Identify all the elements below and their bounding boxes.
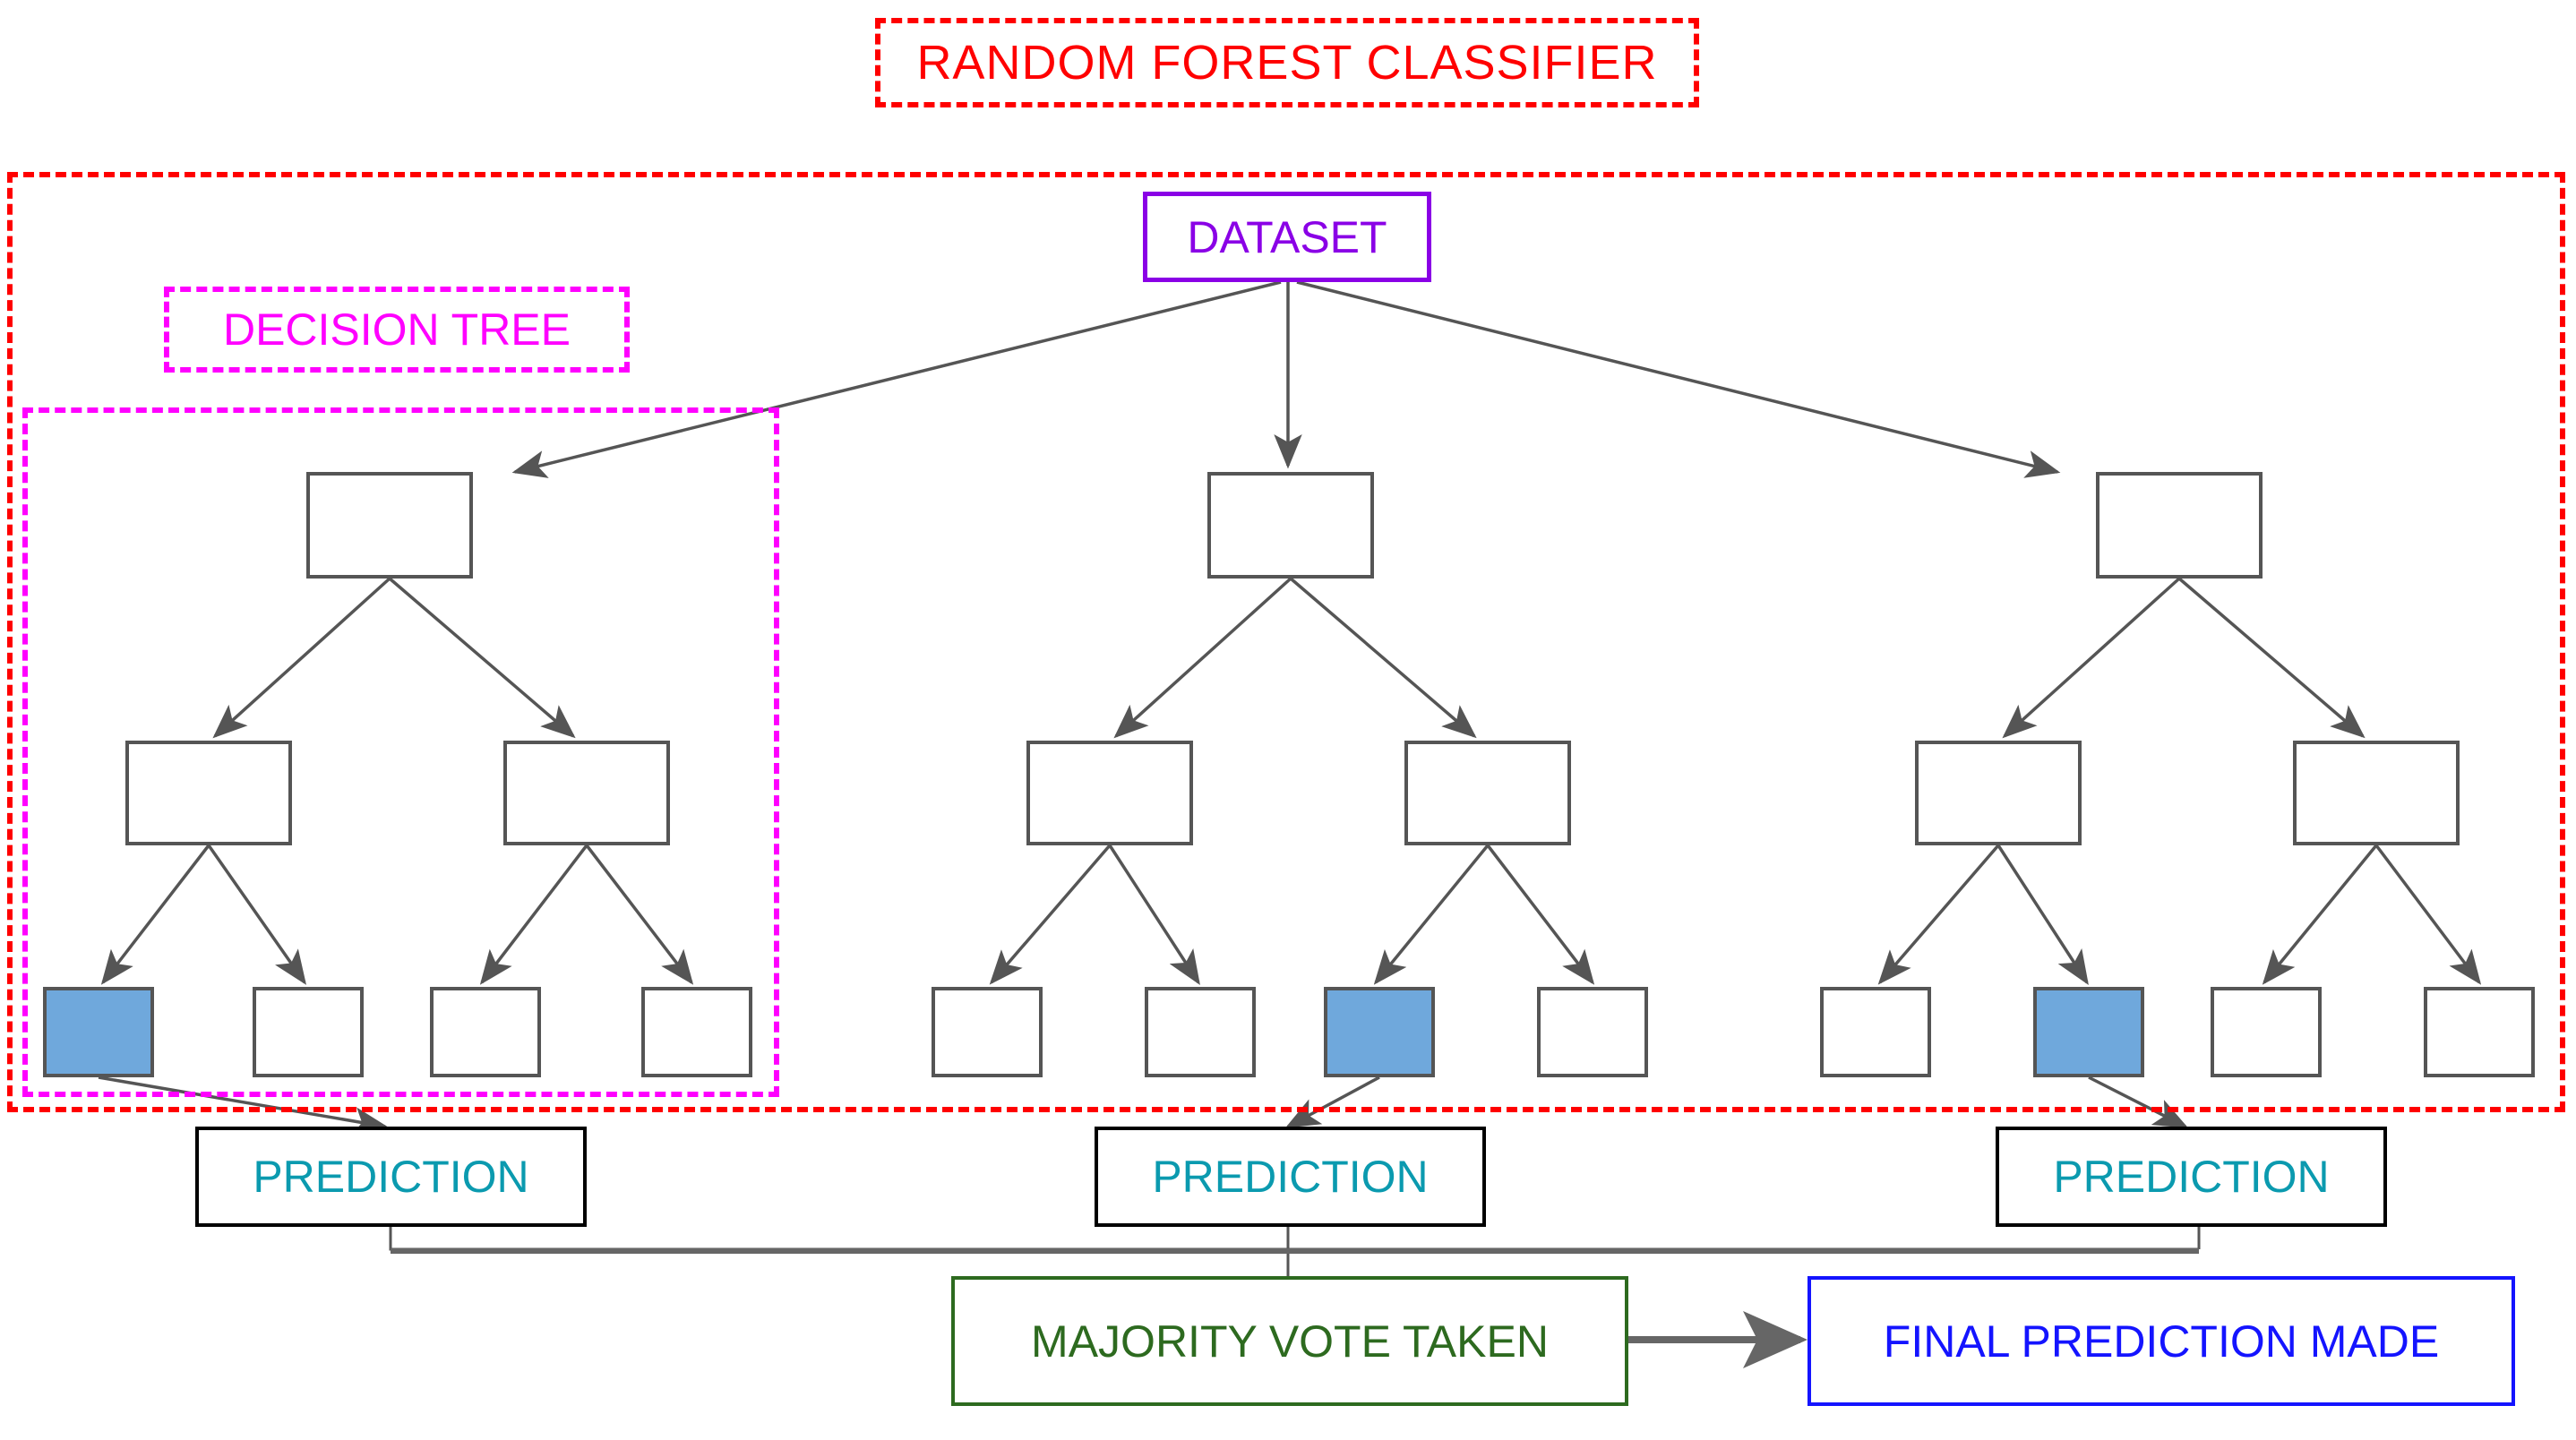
dataset-box[interactable]: DATASET xyxy=(1143,192,1431,282)
random-forest-title-frame: RANDOM FOREST CLASSIFIER xyxy=(875,18,1699,107)
tree-3-internal-node-2[interactable] xyxy=(2293,741,2460,845)
tree-1-leaf-node-3[interactable] xyxy=(430,987,541,1077)
random-forest-boundary xyxy=(7,172,2565,1112)
tree-1-leaf-node-2[interactable] xyxy=(253,987,364,1077)
page-title: RANDOM FOREST CLASSIFIER xyxy=(916,36,1658,90)
final-prediction-label: FINAL PREDICTION MADE xyxy=(1883,1316,2440,1367)
decision-tree-boundary xyxy=(22,407,779,1097)
tree-2-leaf-node-1[interactable] xyxy=(932,987,1043,1077)
tree-3-root-node[interactable] xyxy=(2096,472,2263,579)
tree-2-root-node[interactable] xyxy=(1207,472,1374,579)
dataset-label: DATASET xyxy=(1187,211,1387,262)
tree-3-leaf-node-1[interactable] xyxy=(1820,987,1931,1077)
tree-1-internal-node-2[interactable] xyxy=(503,741,670,845)
prediction-label-1: PREDICTION xyxy=(253,1152,529,1202)
tree-1-leaf-node-4[interactable] xyxy=(641,987,752,1077)
tree-1-root-node[interactable] xyxy=(306,472,473,579)
prediction-label-2: PREDICTION xyxy=(1152,1152,1429,1202)
decision-tree-label: DECISION TREE xyxy=(222,304,571,355)
tree-3-leaf-node-2[interactable] xyxy=(2033,987,2144,1077)
tree-2-internal-node-2[interactable] xyxy=(1404,741,1571,845)
prediction-box-1[interactable]: PREDICTION xyxy=(195,1127,587,1227)
tree-2-leaf-node-3[interactable] xyxy=(1324,987,1435,1077)
prediction-box-2[interactable]: PREDICTION xyxy=(1095,1127,1486,1227)
final-prediction-box[interactable]: FINAL PREDICTION MADE xyxy=(1807,1276,2515,1406)
majority-vote-box[interactable]: MAJORITY VOTE TAKEN xyxy=(951,1276,1628,1406)
tree-2-leaf-node-4[interactable] xyxy=(1537,987,1648,1077)
tree-2-internal-node-1[interactable] xyxy=(1026,741,1193,845)
tree-3-leaf-node-3[interactable] xyxy=(2211,987,2322,1077)
majority-vote-label: MAJORITY VOTE TAKEN xyxy=(1031,1316,1549,1367)
prediction-label-3: PREDICTION xyxy=(2053,1152,2330,1202)
tree-3-leaf-node-4[interactable] xyxy=(2424,987,2535,1077)
prediction-box-3[interactable]: PREDICTION xyxy=(1996,1127,2387,1227)
decision-tree-title-frame: DECISION TREE xyxy=(164,287,630,373)
collector-left xyxy=(389,1227,2199,1251)
tree-2-leaf-node-2[interactable] xyxy=(1145,987,1256,1077)
tree-1-internal-node-1[interactable] xyxy=(125,741,292,845)
tree-1-leaf-node-1[interactable] xyxy=(43,987,154,1077)
tree-3-internal-node-1[interactable] xyxy=(1915,741,2082,845)
